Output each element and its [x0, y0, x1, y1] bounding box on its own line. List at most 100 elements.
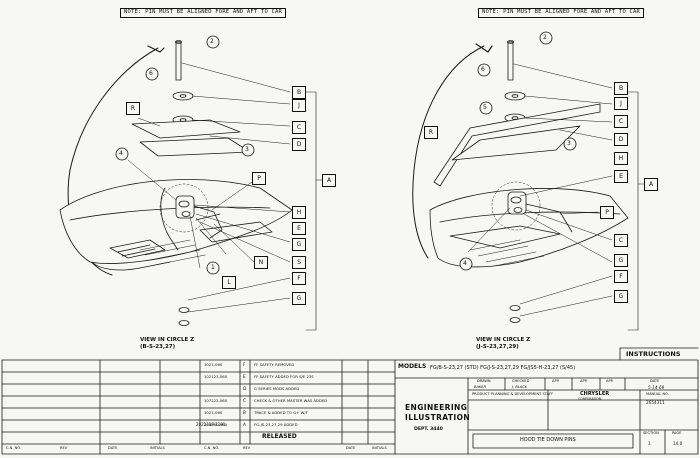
callout-right-2: 2 [543, 34, 547, 41]
view-label-left: VIEW IN CIRCLE Z (B-S-23,27) [140, 337, 195, 350]
revision-column-heading: C.N. NO. [204, 446, 220, 450]
revision-letter: A [243, 422, 246, 427]
section-value: 1 [648, 441, 651, 446]
box-right-e: E [614, 170, 628, 183]
revision-letter: F [243, 362, 246, 367]
revision-description: TRACE & ADDED TO G+ W/T [254, 410, 308, 415]
callout-left-2: 2 [210, 38, 214, 45]
box-right-c: C [614, 115, 628, 128]
left-hood-panel [59, 179, 293, 264]
callout-right-6: 6 [481, 66, 485, 73]
box-left-d: D [292, 138, 306, 151]
box-left-l: L [222, 276, 236, 289]
box-left-f: F [292, 272, 306, 285]
revision-number: 1021-060 [204, 362, 223, 367]
revision-number: 1021-060 [204, 410, 223, 415]
box-left-c: C [292, 121, 306, 134]
instructions-heading: INSTRUCTIONS [626, 350, 681, 358]
revision-column-heading: INITIALS [372, 446, 387, 450]
chrysler-logo-text: CHRYSLER [580, 391, 610, 397]
page-label: PAGE [672, 431, 682, 435]
box-left-h: H [292, 206, 306, 219]
left-tie-down-pin [175, 40, 182, 81]
manual-value: 2654311 [646, 400, 665, 405]
note-left: NOTE: PIN MUST BE ALIGNED FORE AND AFT T… [120, 8, 287, 18]
left-hood-assembly [59, 40, 323, 331]
manual-label: MANUAL NO. [646, 392, 669, 396]
title-block-lines [1, 347, 699, 455]
models-label: MODELS [398, 363, 427, 370]
view-label-right: VIEW IN CIRCLE Z (J-S-23,27,29) [476, 337, 531, 350]
revision-description: FG-JS-23,27,29 ADDED [254, 422, 298, 427]
revision-column-heading: REV [243, 446, 251, 450]
note-right: NOTE: PIN MUST BE ALIGNED FORE AND AFT T… [478, 8, 645, 18]
revision-letter: B [243, 410, 246, 415]
app-label-2: APP. [580, 379, 588, 383]
callout-left-3: 3 [245, 146, 249, 153]
date-value: 5-14-69 [648, 385, 665, 390]
box-right-b: B [614, 82, 628, 95]
checked-label: CHECKED [512, 379, 530, 383]
released-number: 2022318-1191 [196, 422, 226, 427]
box-left-g: G [292, 238, 306, 251]
dept-number: DEPT. 3440 [414, 427, 443, 432]
revision-letter: C [243, 398, 246, 403]
box-left-s: S [292, 256, 306, 269]
drawn-value: BAKER [474, 385, 487, 389]
app-label-3: APP. [606, 379, 614, 383]
revision-description: FF SAFETY ADDED FOR S/E 23S [254, 374, 314, 379]
revision-description: CHECK & OTHER MASTER WAS ADDED [254, 398, 328, 403]
revision-number: 100000-060 [204, 422, 228, 427]
box-right-a: A [644, 178, 658, 191]
illustration-label: ILLUSTRATION [405, 413, 471, 422]
date-label: DATE [650, 379, 660, 383]
revision-column-heading: DATE [108, 446, 118, 450]
box-left-p: P [252, 172, 266, 185]
right-hood-assembly [412, 40, 645, 331]
revision-column-heading: DATE [346, 446, 356, 450]
corporation-text: CORPORATION [578, 397, 602, 401]
callout-left-1: 1 [211, 264, 215, 271]
box-left-b: B [292, 86, 306, 99]
box-left-e: E [292, 222, 306, 235]
callout-left-4: 4 [119, 150, 123, 157]
page-value: 14.0 [673, 441, 683, 446]
box-left-r: R [126, 102, 140, 115]
left-plate-r [131, 119, 241, 139]
released-label: RELEASED [262, 433, 297, 440]
revision-number: 107222-060 [204, 398, 228, 403]
box-right-j: J [614, 97, 628, 110]
revision-column-heading: REV [60, 446, 68, 450]
box-left-j: J [292, 99, 306, 112]
box-left-a: A [322, 174, 336, 187]
callout-right-4: 4 [463, 260, 467, 267]
box-right-d: D [614, 133, 628, 146]
checked-value: J. BLACK [512, 385, 528, 389]
drawing-title: HOOD TIE DOWN PINS [520, 437, 576, 443]
box-right-p: P [600, 206, 614, 219]
callout-right-3: 3 [567, 140, 571, 147]
box-right-g2: G [614, 254, 628, 267]
revision-description: G SERIES MODS ADDED [254, 386, 300, 391]
box-left-g2: G [292, 292, 306, 305]
box-left-n: N [254, 256, 268, 269]
revision-description: FF SAFETY REMOVED [254, 362, 295, 367]
box-right-r: R [424, 126, 438, 139]
dept-note: PRODUCT PLANNING & DEVELOPMENT STAFF [472, 392, 554, 396]
engineering-label: ENGINEERING [405, 403, 468, 412]
callout-left-6: 6 [149, 70, 153, 77]
box-right-c2: C [614, 234, 628, 247]
revision-letter: E [243, 374, 246, 379]
revision-letter: D [243, 386, 247, 391]
box-right-f: F [614, 270, 628, 283]
revision-number: 102123-060 [204, 374, 228, 379]
box-right-h: H [614, 152, 628, 165]
revision-column-heading: C.N. NO. [6, 446, 22, 450]
left-washer [172, 91, 194, 101]
box-right-g: G [614, 290, 628, 303]
callout-right-5: 5 [483, 104, 487, 111]
models-value: FG/B-S-23,27 (STD) FG/J-S-23,27,29 FG/JS… [430, 365, 576, 371]
app-label-1: APP. [552, 379, 560, 383]
revision-column-heading: INITIALS [150, 446, 165, 450]
